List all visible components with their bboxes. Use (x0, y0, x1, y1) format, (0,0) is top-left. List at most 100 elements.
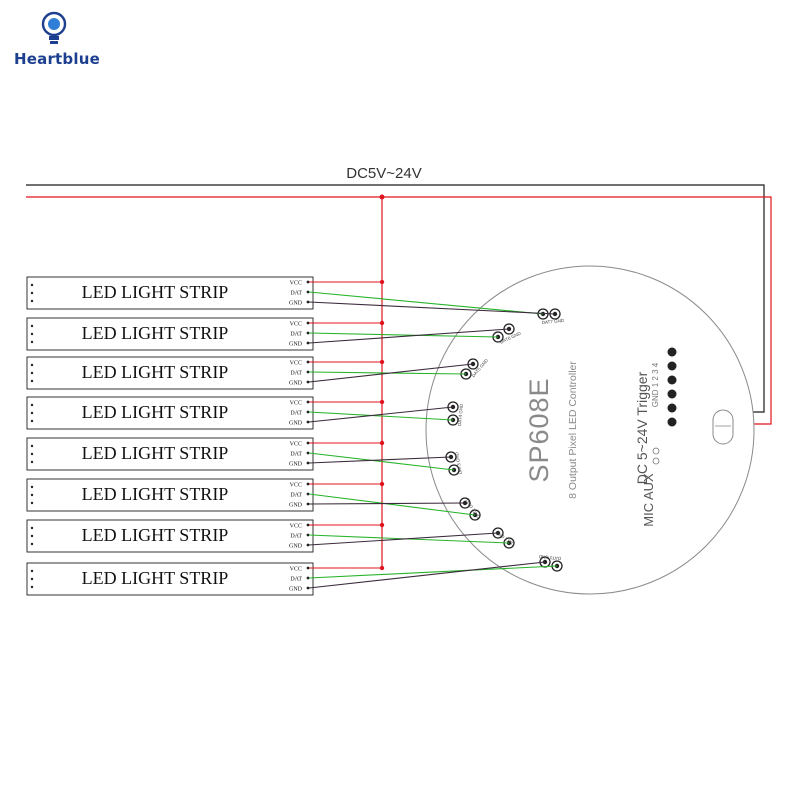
strip-pin-label: GND (289, 587, 303, 593)
strip-pin-label: VCC (290, 442, 302, 448)
strip-pin-label: GND (289, 503, 303, 509)
strip-pin-dot (306, 492, 310, 496)
brand-name: Heartblue (14, 50, 100, 68)
strip-pin-label: VCC (290, 281, 302, 287)
data-wire (308, 411, 454, 421)
strip-pad-dot (30, 324, 34, 328)
power-vcc-line (26, 196, 772, 425)
strip-pin-label: DAT (290, 493, 302, 499)
strip-pin-dot (306, 420, 310, 424)
power-trigger-label: DC 5~24V Trigger (634, 371, 650, 484)
strip-pad-dot (30, 577, 34, 581)
vcc-junction (379, 481, 385, 487)
data-wire (308, 332, 499, 338)
strip-label: LED LIGHT STRIP (82, 323, 229, 343)
output-terminal-label: DAT4 GND (457, 403, 464, 427)
strip-pin-dot (306, 400, 310, 404)
gnd-wire (308, 502, 466, 505)
strip-pin-label: VCC (290, 524, 302, 530)
strip-pin-dot (306, 300, 310, 304)
controller-model: SP608E (524, 377, 554, 482)
brand-logo: Heartblue (14, 10, 100, 72)
strip-pin-label: VCC (290, 361, 302, 367)
lightbulb-icon (41, 11, 67, 44)
strip-pin-label: GND (289, 381, 303, 387)
strip-pad-dot (30, 534, 34, 538)
vcc-junction (379, 279, 385, 285)
strip-pin-dot (306, 502, 310, 506)
strip-pad-dot (30, 569, 34, 573)
strip-pin-label: DAT (290, 291, 302, 297)
data-wire (308, 291, 544, 315)
strip-pin-label: VCC (290, 483, 302, 489)
controller-body (425, 265, 755, 595)
strip-body (26, 356, 314, 390)
strip-pad-dot (30, 493, 34, 497)
strip-pin-dot (306, 566, 310, 570)
gnd-wire (308, 301, 556, 315)
strip-pin-dot (306, 380, 310, 384)
strip-pad-dot (30, 379, 34, 383)
strip-pad-dot (30, 363, 34, 367)
strip-body (26, 317, 314, 351)
controller: SP608E 8 Output Pixel LED Controller DC … (425, 265, 755, 595)
strip-pad-dot (30, 371, 34, 375)
output-terminal-label: DAT7 GND (541, 318, 565, 325)
data-wire (308, 493, 476, 516)
gnd-wire (308, 456, 452, 464)
vcc-bus-junction (379, 194, 385, 200)
strip-pin-label: GND (289, 342, 303, 348)
strip-pin-dot (306, 543, 310, 547)
strip-pin-dot (306, 370, 310, 374)
controller-subtitle: 8 Output Pixel LED Controller (567, 361, 579, 499)
strip-pad-dot (30, 585, 34, 589)
strip-pad-dot (30, 526, 34, 530)
trigger-terminal (667, 347, 677, 357)
strip-body (26, 276, 314, 310)
strip-pad-dot (30, 460, 34, 464)
strip-pin-dot (306, 586, 310, 590)
strip-pad-dot (30, 411, 34, 415)
output-terminal-label: DAT0 GND (538, 554, 562, 561)
strip-body (26, 519, 314, 553)
strip-pad-dot (30, 419, 34, 423)
strip-pad-dot (30, 332, 34, 336)
strip-pin-dot (306, 410, 310, 414)
gnd-wire (308, 363, 474, 383)
strip-pad-dot (30, 299, 34, 303)
strip-pin-label: VCC (290, 322, 302, 328)
strip-pad-dot (30, 444, 34, 448)
strip-pin-dot (306, 482, 310, 486)
controller-mount-slot (712, 409, 734, 445)
strip-body (26, 478, 314, 512)
strip-pin-label: DAT (290, 534, 302, 540)
strip-pad-dot (30, 485, 34, 489)
gnd-wire (308, 532, 499, 546)
strip-label: LED LIGHT STRIP (82, 525, 229, 545)
strip-pin-dot (306, 523, 310, 527)
strip-pad-dot (30, 452, 34, 456)
trigger-terminal (667, 417, 677, 427)
strip-pin-dot (306, 321, 310, 325)
gnd-wire (308, 561, 546, 589)
vcc-junction (379, 522, 385, 528)
strip-pin-label: VCC (290, 567, 302, 573)
strip-pin-dot (306, 331, 310, 335)
power-label: DC5V~24V (346, 165, 421, 182)
strip-pad-dot (30, 403, 34, 407)
strip-label: LED LIGHT STRIP (82, 282, 229, 302)
strip-pin-dot (306, 290, 310, 294)
strip-wires (308, 279, 558, 589)
strip-pin-dot (306, 576, 310, 580)
strip-pin-label: DAT (290, 577, 302, 583)
trigger-terminals (667, 347, 677, 427)
strip-pad-dot (30, 542, 34, 546)
strip-pin-label: DAT (290, 411, 302, 417)
strip-body (26, 562, 314, 596)
